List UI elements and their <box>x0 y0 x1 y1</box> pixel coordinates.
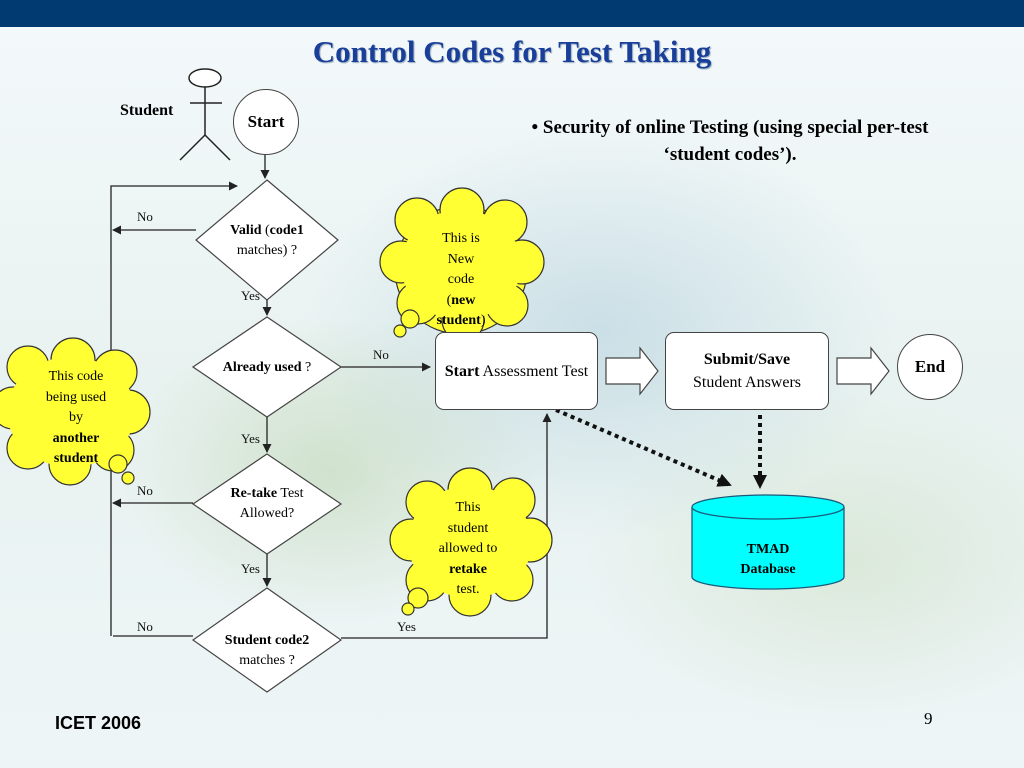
start-assessment-text: Start Assessment Test <box>436 360 597 383</box>
submit-save-rest: Student Answers <box>693 374 801 391</box>
bullet-text: Security of online Testing (using specia… <box>542 117 929 165</box>
retake-bold: Re-take <box>230 486 278 501</box>
start-label: Start <box>247 112 285 131</box>
start-node: Start <box>233 89 299 155</box>
submit-save-bold: Submit/Save <box>703 351 791 368</box>
cloud-new-code-text: This is New code (new student) <box>411 229 511 332</box>
page-number: 9 <box>924 709 933 728</box>
database-cylinder-icon <box>691 494 845 590</box>
decision-already-used-text: Already used ? <box>200 358 334 378</box>
submit-save-box: Submit/Save Student Answers <box>665 332 829 410</box>
edge-label-no-valid: No <box>137 209 153 224</box>
retake-rest: Test Allowed? <box>239 486 304 521</box>
valid-bold: Valid <box>230 223 262 238</box>
cloud-used-text: This code being used by another student <box>21 367 131 470</box>
cloud-retake-line2: student <box>447 520 489 536</box>
slide-title: Control Codes for Test Taking <box>312 34 712 69</box>
edge-label-no-already: No <box>373 347 389 362</box>
end-label: End <box>914 357 946 376</box>
code2-bold: Student code2 <box>224 633 310 648</box>
cloud-retake-line1: This <box>455 500 481 515</box>
student-actor-label: Student <box>120 102 174 119</box>
block-arrow-2-icon <box>836 346 890 396</box>
edge-label-no-code2: No <box>137 619 153 634</box>
cloud-used-student-bold: student <box>53 451 99 466</box>
flow-connectors <box>110 154 552 639</box>
start-assessment-box: Start Assessment Test <box>435 332 598 410</box>
code2-rest: matches ? <box>239 653 295 668</box>
decision-code2-text: Student code2 matches ? <box>206 631 328 671</box>
footer-label: ICET 2006 <box>55 713 142 733</box>
cloud-new-code-paren-close: ) <box>480 313 486 328</box>
start-assessment-rest: Assessment Test <box>479 362 589 380</box>
database-line1: TMAD <box>746 542 790 557</box>
decision-code2-diamond <box>191 587 343 693</box>
valid-paren: ( <box>261 223 270 238</box>
cloud-used-line1: This code <box>48 369 104 384</box>
edge-label-yes-code2: Yes <box>397 619 416 634</box>
start-assessment-bold: Start <box>444 362 480 380</box>
edge-label-no-retake: No <box>137 483 153 498</box>
decision-retake-text: Re-take Test Allowed? <box>212 484 322 524</box>
valid-rest: matches) ? <box>236 243 298 258</box>
cloud-new-code-line1: This is <box>442 231 480 246</box>
database-line2: Database <box>740 562 796 577</box>
already-used-bold: Already used <box>222 360 302 375</box>
cloud-new-code-line3: code <box>447 272 475 287</box>
code1-bold: code1 <box>269 223 304 238</box>
already-used-rest: ? <box>301 360 312 375</box>
bullet-dot: • <box>531 117 539 138</box>
cloud-used-line3: by <box>69 410 83 425</box>
cloud-new-code-student-bold: student <box>436 313 481 328</box>
thought-cloud-used-by-another <box>0 337 151 486</box>
end-node: End <box>897 334 963 400</box>
cloud-used-another-bold: another <box>52 430 100 446</box>
cloud-retake-bold: retake <box>449 561 487 577</box>
cloud-new-code-new-bold: new <box>451 292 476 308</box>
edge-label-yes-already: Yes <box>241 431 260 446</box>
thought-cloud-retake <box>389 467 553 617</box>
top-bar <box>0 0 1024 27</box>
cloud-new-code-paren-open: ( <box>446 292 452 308</box>
edge-label-yes-retake: Yes <box>241 561 260 576</box>
cloud-retake-line3: allowed to <box>438 541 498 556</box>
database-label: TMAD Database <box>692 540 844 580</box>
cloud-new-code-line2: New <box>447 251 475 267</box>
cloud-retake-line5: test. <box>456 582 480 597</box>
decision-valid-text: Valid (code1 matches) ? <box>205 221 329 261</box>
cloud-used-line2: being used <box>45 389 107 405</box>
thought-cloud-new-code <box>379 187 545 342</box>
cloud-retake-text: This student allowed to retake test. <box>418 498 518 601</box>
edge-label-yes-valid: Yes <box>241 288 260 303</box>
block-arrow-1-icon <box>605 346 659 396</box>
student-actor-icon <box>179 68 231 161</box>
bullet-point: • Security of online Testing (using spec… <box>520 114 940 168</box>
dotted-arrow-assessment-to-db <box>555 408 732 487</box>
